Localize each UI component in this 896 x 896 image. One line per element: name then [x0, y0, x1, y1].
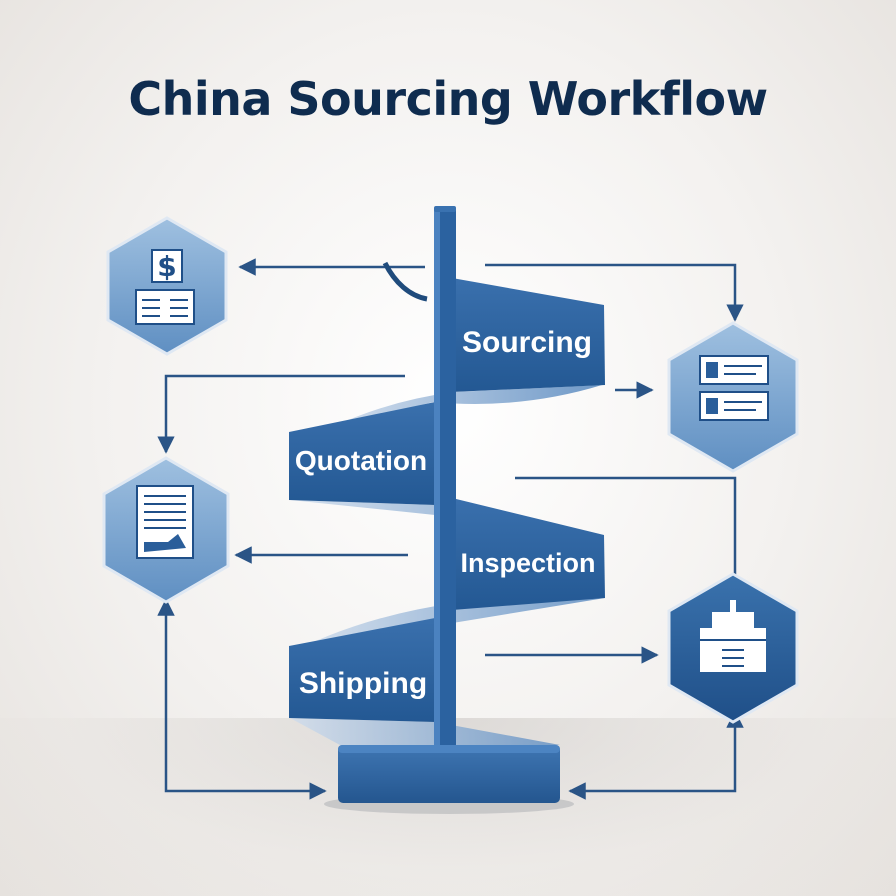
pole-base — [324, 745, 574, 814]
curved-connector — [382, 261, 428, 302]
loop-left — [157, 598, 327, 800]
central-pole — [434, 206, 456, 746]
step-label-inspection: Inspection — [460, 548, 595, 578]
step-banner-shipping: Shipping — [289, 618, 435, 722]
arrow-to-quotation-list-icon — [485, 263, 744, 322]
inspection-report-icon — [102, 456, 230, 604]
step-label-sourcing: Sourcing — [462, 326, 592, 359]
step-label-quotation: Quotation — [295, 445, 427, 476]
shipping-box-icon — [667, 572, 799, 724]
sourcing-documents-icon: $ — [106, 216, 228, 356]
step-banner-sourcing: Sourcing — [452, 278, 605, 392]
loop-right — [568, 710, 744, 800]
connector-arrows — [157, 258, 744, 800]
diagram-title: China Sourcing Workflow — [128, 72, 768, 126]
connector-right-middle — [515, 476, 737, 578]
arrow-to-report-icon — [157, 374, 405, 454]
step-banner-inspection: Inspection — [452, 498, 605, 610]
step-label-shipping: Shipping — [299, 667, 427, 700]
quotation-list-icon — [667, 321, 799, 473]
step-banner-quotation: Quotation — [289, 402, 435, 505]
svg-text:$: $ — [157, 250, 176, 283]
